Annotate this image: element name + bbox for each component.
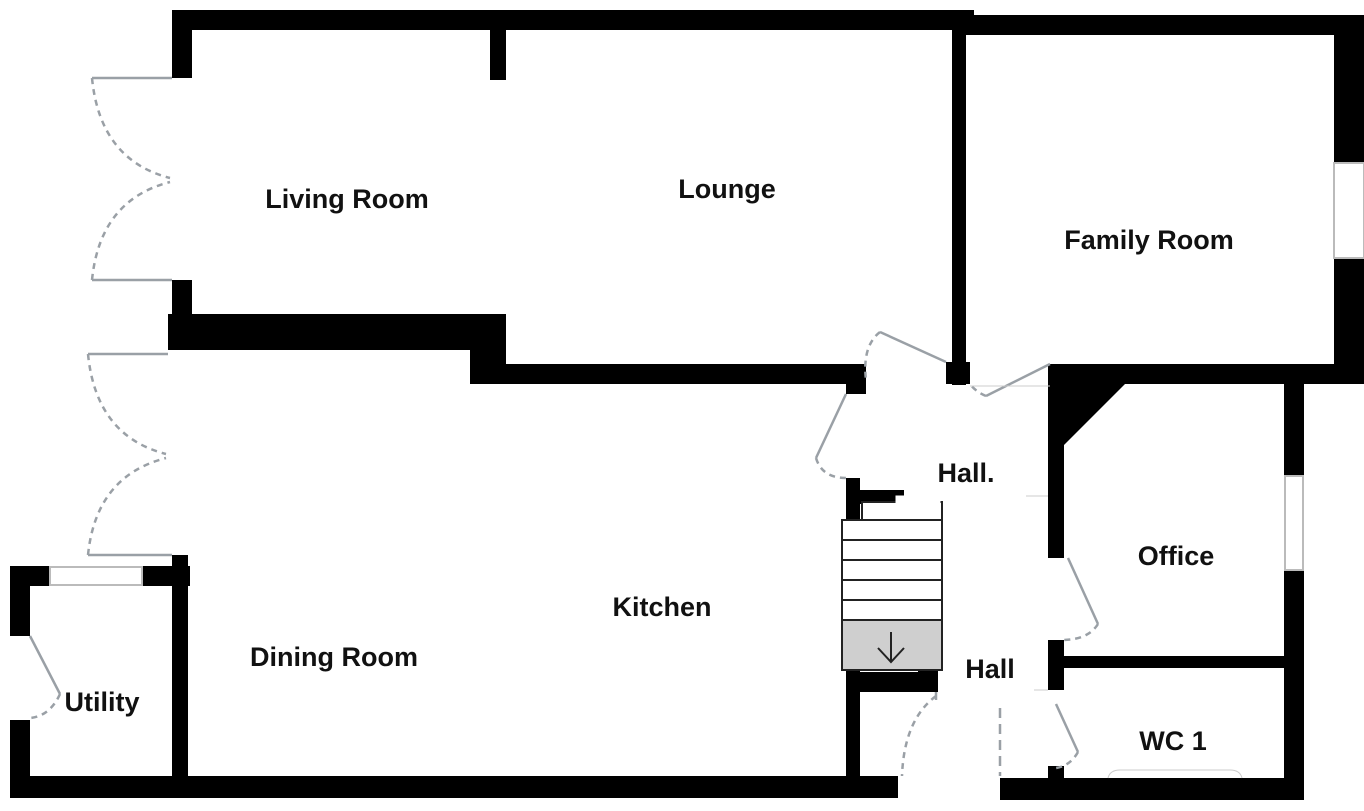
arrow-down-icon xyxy=(877,632,905,664)
walls xyxy=(10,10,1364,800)
wall xyxy=(172,776,898,798)
wall xyxy=(918,670,938,692)
room-label-living-room: Living Room xyxy=(265,184,429,214)
french-door xyxy=(90,76,172,282)
door xyxy=(1061,557,1100,642)
wall xyxy=(1048,496,1064,558)
wall xyxy=(846,490,904,504)
wall xyxy=(1048,656,1304,668)
wall xyxy=(172,555,188,798)
wall xyxy=(10,776,190,798)
wall xyxy=(846,364,866,394)
wall xyxy=(1048,364,1064,496)
newel-cap xyxy=(895,495,941,507)
wall xyxy=(946,362,970,384)
wall xyxy=(1284,570,1304,790)
door xyxy=(28,635,62,720)
room-labels: Living Room Lounge Family Room Hall. Off… xyxy=(64,174,1233,756)
window xyxy=(1333,162,1364,259)
wall xyxy=(1048,640,1064,690)
windows xyxy=(49,162,1364,586)
french-door xyxy=(86,352,172,557)
wall xyxy=(952,15,966,385)
wall xyxy=(10,566,30,636)
wc-fixture xyxy=(1107,769,1243,779)
wall xyxy=(168,314,506,350)
staircase xyxy=(841,495,943,671)
wall xyxy=(1334,258,1364,384)
wall xyxy=(490,10,506,80)
room-label-family-room: Family Room xyxy=(1064,225,1234,255)
room-label-wc: WC 1 xyxy=(1139,726,1207,756)
wall xyxy=(1062,375,1134,447)
window xyxy=(49,566,143,586)
wall xyxy=(1334,15,1364,163)
room-label-utility: Utility xyxy=(64,687,139,717)
wall xyxy=(952,15,1364,35)
wall xyxy=(1000,778,1304,800)
door xyxy=(969,362,1051,398)
door xyxy=(1054,703,1080,770)
room-label-hall-lower: Hall xyxy=(965,654,1015,684)
door xyxy=(814,393,848,480)
wall xyxy=(846,670,860,798)
room-label-office: Office xyxy=(1138,541,1215,571)
room-label-lounge: Lounge xyxy=(678,174,775,204)
stairs-upper-flight xyxy=(841,519,943,621)
wall xyxy=(470,364,866,384)
wall xyxy=(172,10,192,78)
wall xyxy=(1284,370,1304,476)
door-swings xyxy=(28,76,1243,779)
wall xyxy=(172,10,974,30)
wall xyxy=(846,672,936,692)
window xyxy=(1284,475,1304,571)
room-label-dining-room: Dining Room xyxy=(250,642,418,672)
room-label-kitchen: Kitchen xyxy=(612,592,711,622)
door xyxy=(900,692,1002,777)
door xyxy=(864,330,947,381)
room-label-hall-upper: Hall. xyxy=(937,458,994,488)
